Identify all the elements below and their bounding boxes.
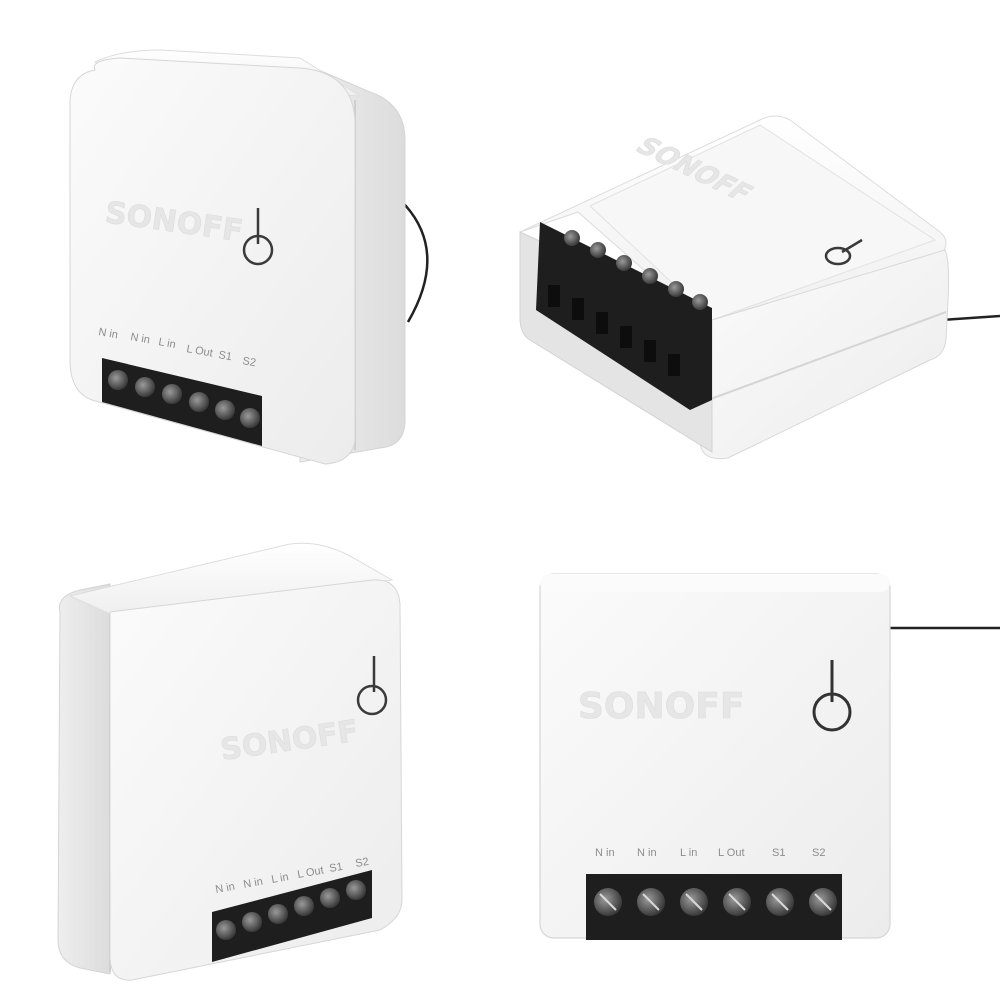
power-icon: [824, 238, 863, 266]
brand-logo: SONOFF: [578, 686, 744, 727]
terminal-label: L Out: [296, 865, 324, 881]
terminal-label: L Out: [718, 847, 745, 859]
device-view-front-left: SONOFF N in N in L in L Out S1 S2: [69, 49, 429, 465]
terminal-label: N in: [637, 847, 657, 859]
terminal-label: S2: [241, 355, 256, 369]
terminal-label: N in: [242, 876, 263, 891]
terminal-screws: [108, 370, 260, 428]
terminal-label: N in: [595, 847, 615, 859]
terminal-label: S2: [354, 856, 369, 870]
terminal-label: S1: [217, 349, 232, 363]
terminal-labels: N in N in L in L Out S1 S2: [97, 326, 256, 369]
terminal-screws: [564, 230, 708, 310]
terminal-screws: [216, 880, 366, 940]
terminal-label: L Out: [185, 343, 213, 359]
terminal-labels: N in N in L in L Out S1 S2: [214, 856, 369, 896]
terminal-label: S1: [328, 861, 343, 875]
terminal-label: N in: [97, 326, 118, 341]
terminal-label: L in: [270, 871, 289, 886]
terminal-label: L in: [680, 847, 697, 859]
terminal-label: N in: [214, 881, 235, 896]
power-icon: [242, 208, 274, 266]
terminal-label: L in: [157, 336, 176, 351]
terminal-label: S2: [812, 847, 825, 859]
terminal-block: [586, 874, 842, 940]
terminal-label: S1: [772, 847, 785, 859]
power-icon: [812, 660, 852, 732]
terminal-labels: N in N in L in L Out S1 S2: [595, 847, 825, 859]
terminal-label: N in: [129, 331, 150, 346]
device-view-front-right: SONOFF N in N in L in L Out S1 S2: [57, 542, 403, 981]
device-view-front: SONOFF N in N in L in L Out S1 S2: [539, 573, 1000, 940]
power-icon: [356, 656, 388, 716]
device-view-top-right: SONOFF: [519, 115, 1000, 460]
